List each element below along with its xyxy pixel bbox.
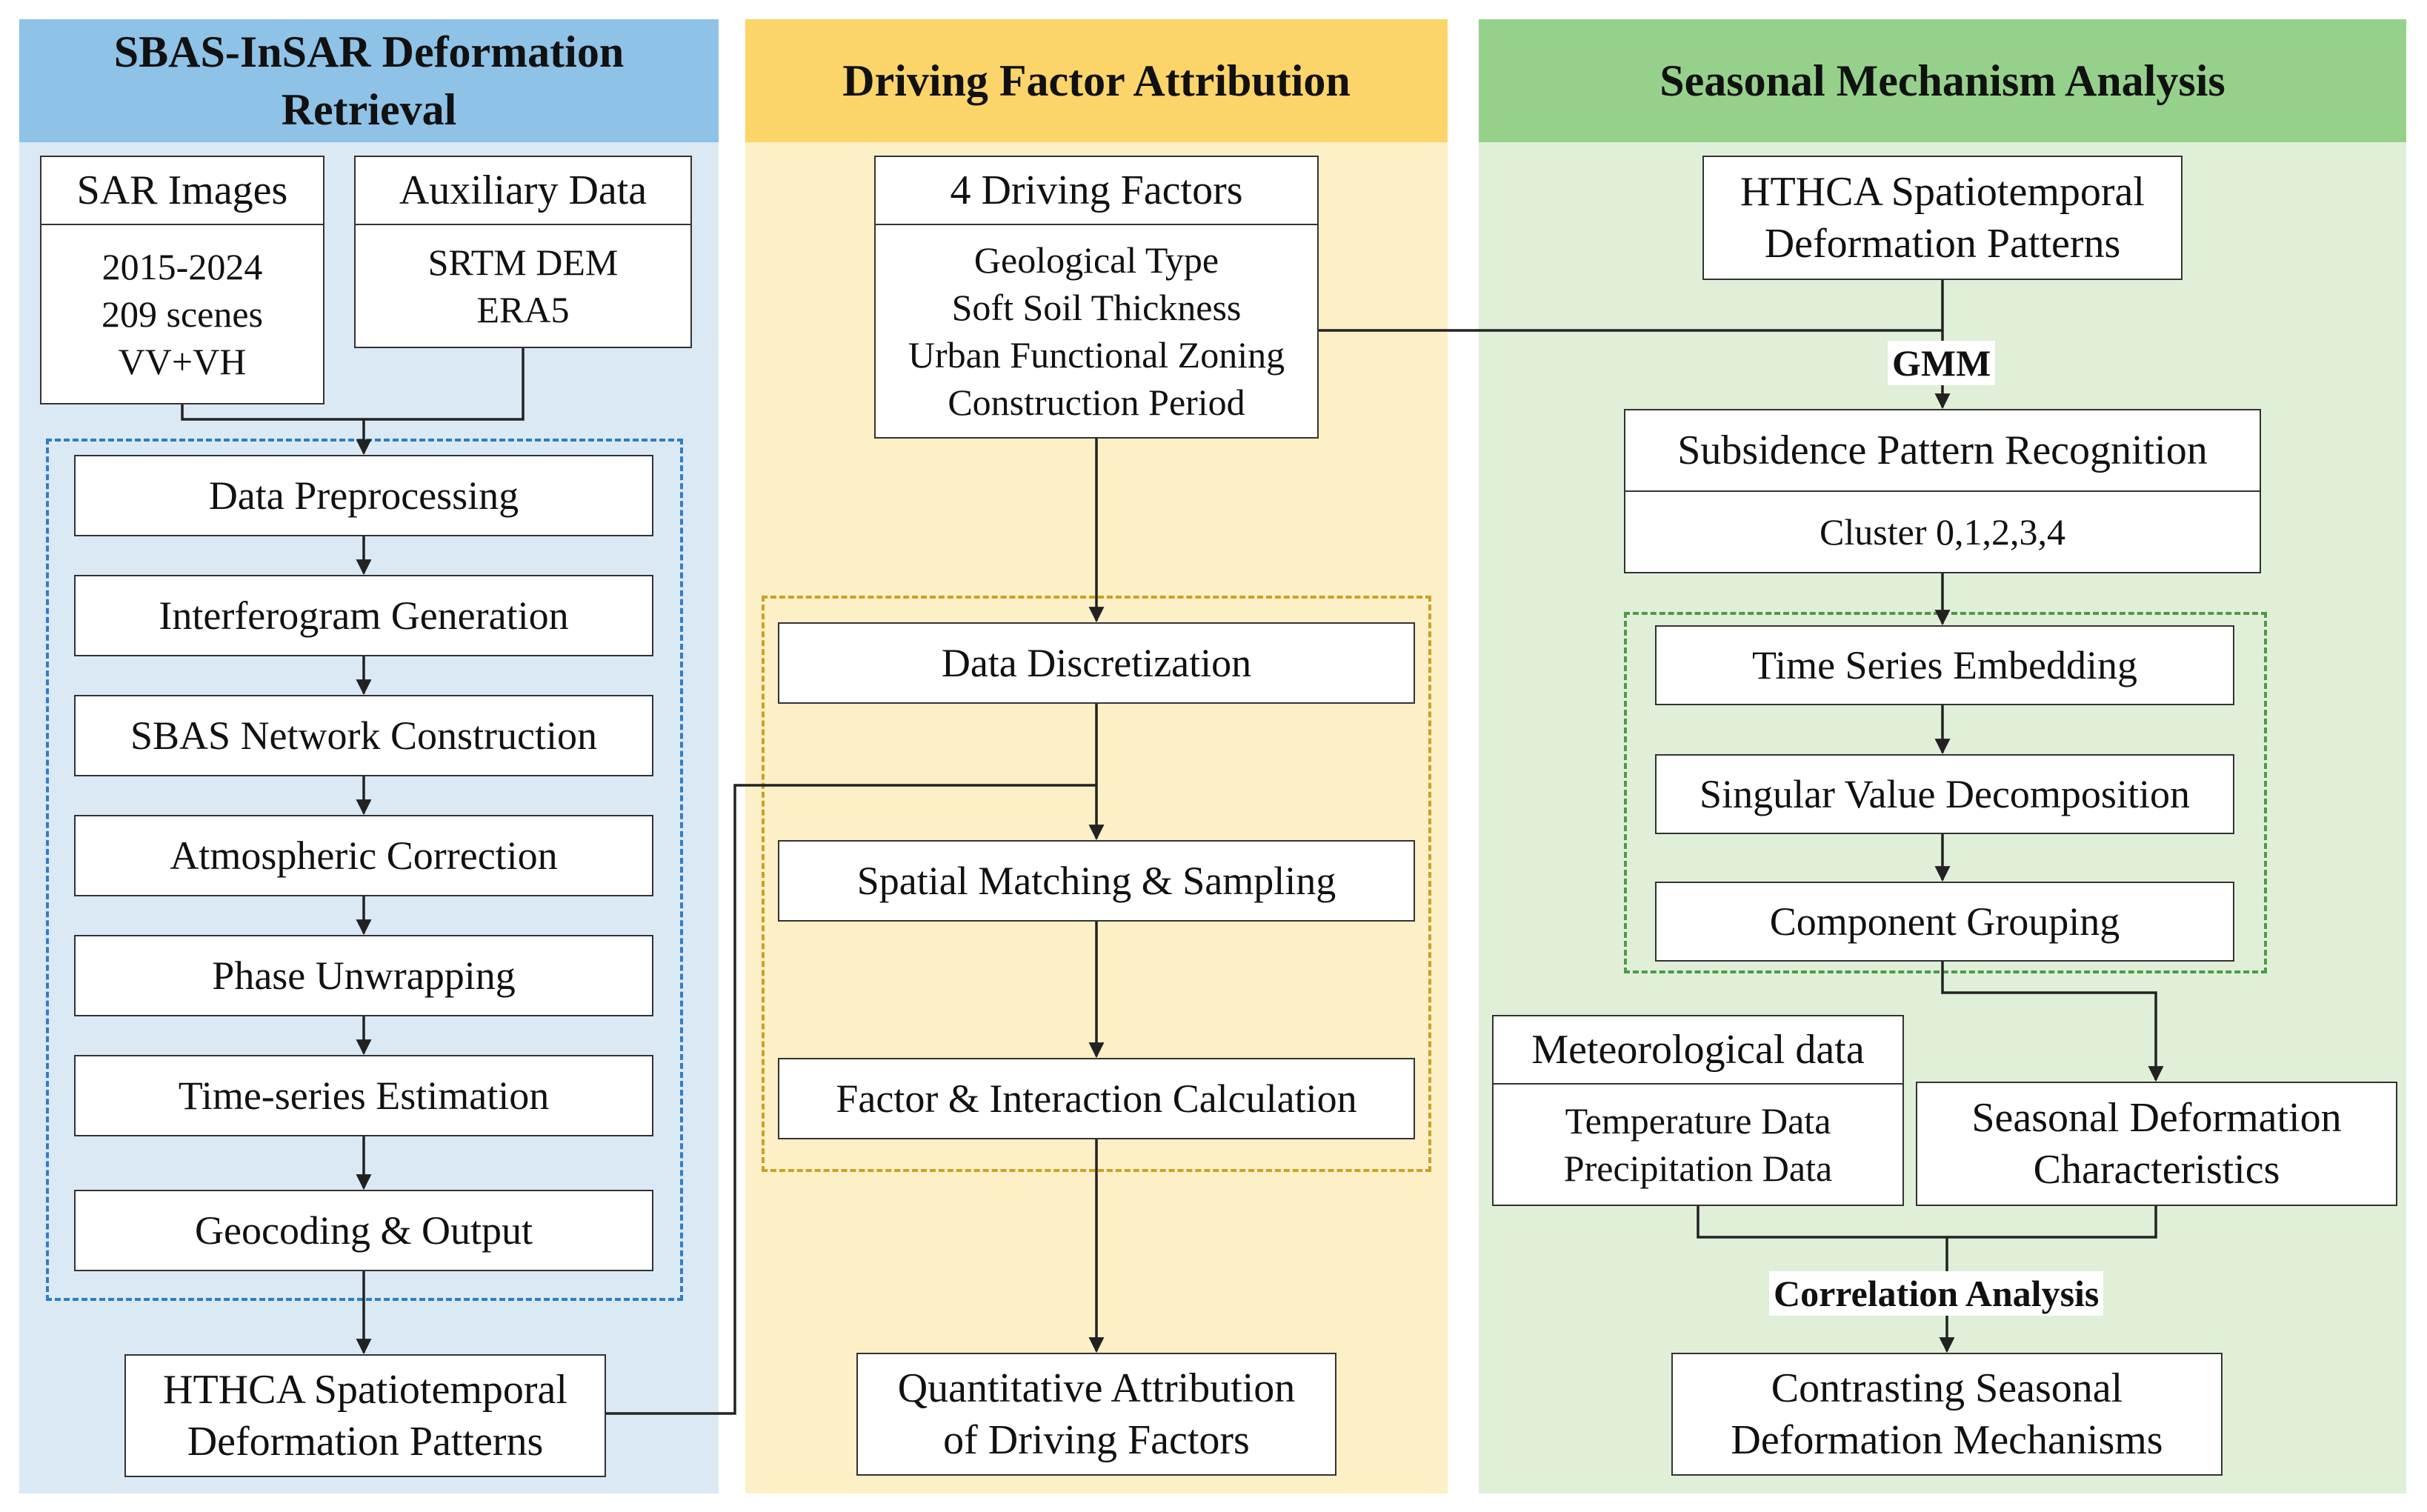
sbas-title-line-1: SBAS-InSAR Deformation bbox=[113, 27, 625, 76]
meteorological-data-box: Meteorological data Temperature Data Pre… bbox=[1492, 1015, 1904, 1206]
driving-factors-box: 4 Driving Factors Geological Type Soft S… bbox=[874, 156, 1319, 439]
sar-images-line: 209 scenes bbox=[101, 293, 263, 335]
subsidence-pattern-title: Subsidence Pattern Recognition bbox=[1625, 410, 2260, 492]
auxiliary-data-box: Auxiliary Data SRTM DEM ERA5 bbox=[354, 156, 692, 348]
auxiliary-data-title: Auxiliary Data bbox=[356, 157, 690, 225]
seasonal-column-title: Seasonal Mechanism Analysis bbox=[1479, 19, 2406, 142]
auxiliary-data-line: SRTM DEM bbox=[427, 242, 619, 283]
meteorological-data-title: Meteorological data bbox=[1494, 1016, 1902, 1085]
step-phase-unwrapping: Phase Unwrapping bbox=[74, 935, 653, 1016]
driving-factors-title: 4 Driving Factors bbox=[876, 157, 1317, 225]
step-component-grouping: Component Grouping bbox=[1655, 882, 2234, 962]
sbas-title-line-2: Retrieval bbox=[281, 85, 457, 134]
sbas-column-title: SBAS-InSAR Deformation Retrieval bbox=[19, 19, 719, 142]
seasonal-title-text: Seasonal Mechanism Analysis bbox=[1659, 56, 2225, 105]
hthca-input-box: HTHCA Spatiotemporal Deformation Pattern… bbox=[1702, 156, 2183, 280]
subsidence-pattern-box: Subsidence Pattern Recognition Cluster 0… bbox=[1624, 409, 2261, 573]
sar-images-line: 2015-2024 bbox=[101, 246, 263, 287]
seasonal-deformation-box: Seasonal Deformation Characteristics bbox=[1916, 1082, 2397, 1206]
attribution-title-text: Driving Factor Attribution bbox=[842, 56, 1351, 105]
driving-factor-item: Urban Functional Zoning bbox=[908, 334, 1285, 376]
output-line: Contrasting Seasonal bbox=[1771, 1365, 2123, 1411]
input-line: HTHCA Spatiotemporal bbox=[1740, 169, 2145, 215]
attribution-column-title: Driving Factor Attribution bbox=[745, 19, 1448, 142]
output-line: Deformation Patterns bbox=[187, 1419, 544, 1465]
step-geocoding-output: Geocoding & Output bbox=[74, 1190, 653, 1271]
seasonal-line: Seasonal Deformation bbox=[1971, 1095, 2342, 1141]
meteorological-item: Precipitation Data bbox=[1563, 1148, 1833, 1189]
driving-factor-item: Soft Soil Thickness bbox=[951, 287, 1242, 328]
seasonal-line: Characteristics bbox=[2033, 1147, 2280, 1193]
step-interferogram-generation: Interferogram Generation bbox=[74, 575, 653, 656]
output-line: of Driving Factors bbox=[943, 1417, 1250, 1463]
cluster-list: Cluster 0,1,2,3,4 bbox=[1820, 511, 2065, 553]
sar-images-box: SAR Images 2015-2024 209 scenes VV+VH bbox=[40, 156, 324, 404]
contrasting-mechanisms-output-box: Contrasting Seasonal Deformation Mechani… bbox=[1671, 1353, 2223, 1476]
step-data-discretization: Data Discretization bbox=[778, 622, 1415, 704]
step-spatial-matching-sampling: Spatial Matching & Sampling bbox=[778, 840, 1415, 922]
step-sbas-network-construction: SBAS Network Construction bbox=[74, 695, 653, 776]
quantitative-attribution-output-box: Quantitative Attribution of Driving Fact… bbox=[856, 1353, 1336, 1476]
auxiliary-data-line: ERA5 bbox=[476, 289, 570, 330]
step-time-series-estimation: Time-series Estimation bbox=[74, 1055, 653, 1136]
output-line: HTHCA Spatiotemporal bbox=[163, 1367, 567, 1413]
correlation-analysis-label: Correlation Analysis bbox=[1769, 1271, 2104, 1316]
driving-factor-item: Geological Type bbox=[973, 239, 1219, 281]
output-line: Deformation Mechanisms bbox=[1731, 1417, 2163, 1463]
sar-images-title: SAR Images bbox=[41, 157, 323, 225]
step-atmospheric-correction: Atmospheric Correction bbox=[74, 815, 653, 896]
gmm-label: GMM bbox=[1888, 341, 1996, 385]
step-factor-interaction-calculation: Factor & Interaction Calculation bbox=[778, 1058, 1415, 1139]
step-time-series-embedding: Time Series Embedding bbox=[1655, 625, 2234, 705]
sar-images-line: VV+VH bbox=[118, 341, 247, 382]
driving-factor-item: Construction Period bbox=[948, 382, 1245, 423]
hthca-deformation-output-box: HTHCA Spatiotemporal Deformation Pattern… bbox=[124, 1354, 606, 1477]
output-line: Quantitative Attribution bbox=[897, 1365, 1296, 1411]
step-data-preprocessing: Data Preprocessing bbox=[74, 455, 653, 536]
step-singular-value-decomposition: Singular Value Decomposition bbox=[1655, 754, 2234, 834]
input-line: Deformation Patterns bbox=[1764, 221, 2121, 267]
meteorological-item: Temperature Data bbox=[1565, 1100, 1831, 1142]
